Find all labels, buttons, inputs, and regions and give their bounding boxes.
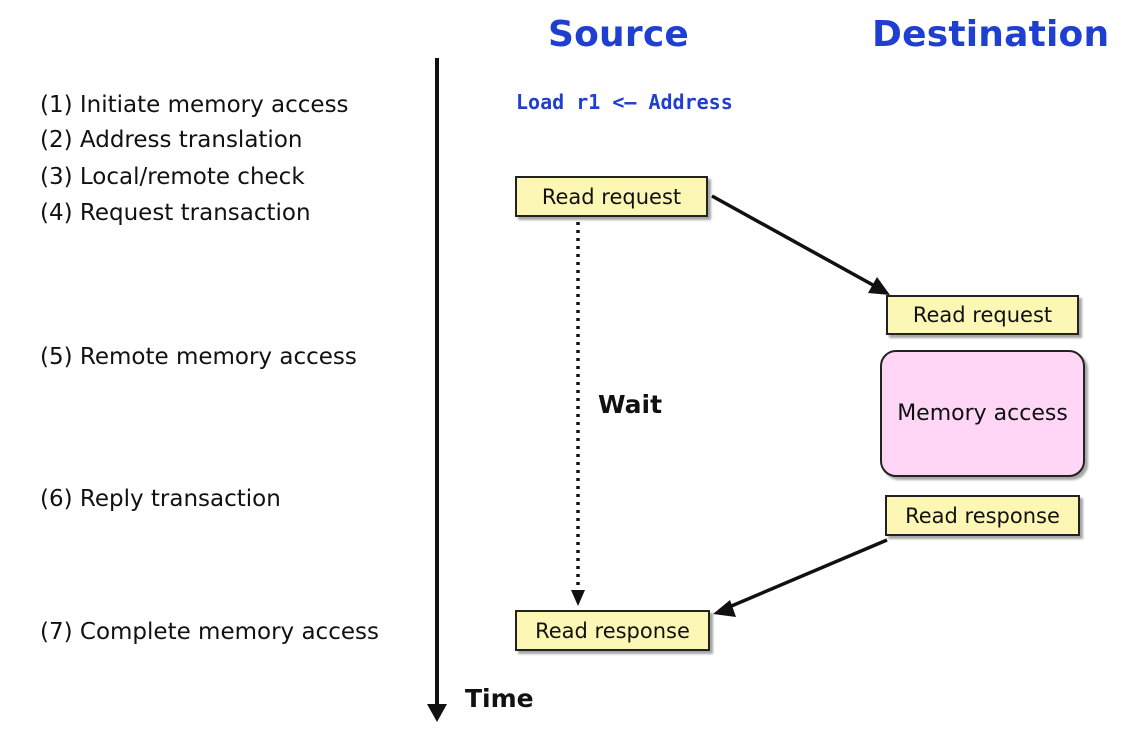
step-5-label: (5) Remote memory access [40, 344, 357, 370]
destination-heading: Destination [872, 14, 1110, 55]
destination-read-request-box: Read request [886, 295, 1079, 335]
request-arrow [711, 194, 883, 292]
wait-label: Wait [598, 390, 663, 419]
request-arrowhead [868, 277, 890, 295]
time-label: Time [465, 684, 534, 713]
time-axis-arrowhead [427, 704, 447, 722]
step-4-label: (4) Request transaction [40, 200, 311, 226]
step-2-label: (2) Address translation [40, 127, 303, 153]
destination-read-response-box: Read response [885, 495, 1080, 536]
step-6-label: (6) Reply transaction [40, 486, 281, 512]
step-1-label: (1) Initiate memory access [40, 92, 349, 118]
step-3-label: (3) Local/remote check [40, 164, 305, 190]
wait-arrowhead [571, 590, 585, 606]
response-arrowhead [713, 600, 736, 617]
response-arrow [721, 538, 888, 612]
source-read-request-box: Read request [515, 176, 708, 217]
memory-access-box: Memory access [880, 350, 1085, 477]
step-7-label: (7) Complete memory access [40, 619, 379, 645]
load-instruction: Load r1 <— Address [516, 90, 733, 114]
source-heading: Source [548, 14, 689, 55]
source-read-response-box: Read response [515, 610, 710, 651]
